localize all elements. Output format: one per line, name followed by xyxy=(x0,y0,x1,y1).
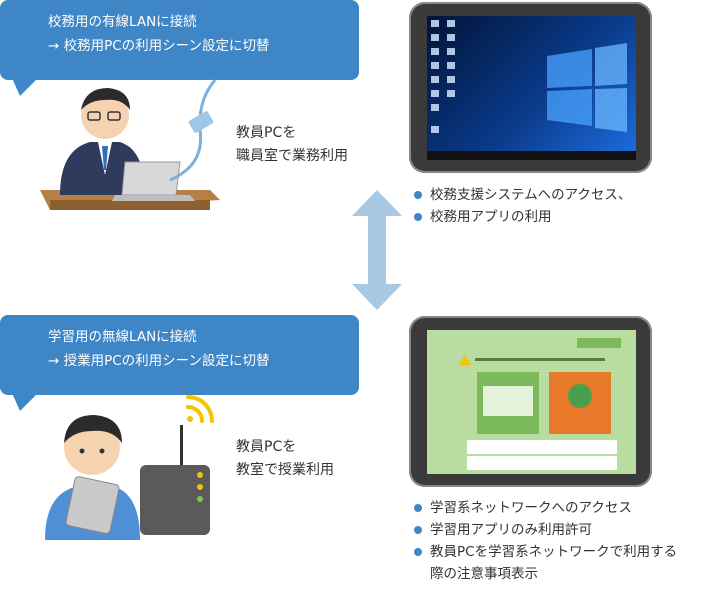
top-speech-bubble: 校務用の有線LANに接続 → 校務用PCの利用シーン設定に切替 xyxy=(0,0,359,96)
windows-desktop-screen xyxy=(427,16,636,160)
top-bubble-line1: 校務用の有線LANに接続 xyxy=(48,14,197,30)
notice-screen xyxy=(427,330,636,474)
list-item: 学習系ネットワークへのアクセス xyxy=(412,497,677,519)
top-bullet-list: 校務支援システムへのアクセス、 校務用アプリの利用 xyxy=(412,184,631,228)
bottom-role-line2: 教室で授業利用 xyxy=(236,462,334,478)
bullet-text: 校務支援システムへのアクセス、 xyxy=(430,187,632,203)
notice-screen-content xyxy=(459,338,621,470)
list-item: 校務用アプリの利用 xyxy=(412,206,631,228)
windows-logo-icon xyxy=(427,20,636,160)
top-role-text: 教員PCを 職員室で業務利用 xyxy=(236,122,348,168)
bullet-text: 学習用アプリのみ利用許可 xyxy=(430,522,592,538)
bullet-text: 校務用アプリの利用 xyxy=(430,209,552,225)
bullet-text: 教員PCを学習系ネットワークで利用する xyxy=(430,544,678,560)
list-item: 教員PCを学習系ネットワークで利用する xyxy=(412,541,677,563)
list-item: 学習用アプリのみ利用許可 xyxy=(412,519,677,541)
bottom-speech-bubble: 学習用の無線LANに接続 → 授業用PCの利用シーン設定に切替 xyxy=(0,315,359,411)
list-item: 校務支援システムへのアクセス、 xyxy=(412,184,631,206)
bottom-role-line1: 教員PCを xyxy=(236,439,297,455)
teacher-tablet-illustration xyxy=(45,395,214,540)
wifi-icon xyxy=(186,395,214,423)
top-tablet xyxy=(409,2,652,173)
bottom-role-text: 教員PCを 教室で授業利用 xyxy=(236,436,334,482)
bottom-bubble-line1: 学習用の無線LANに接続 xyxy=(48,329,197,345)
top-role-line1: 教員PCを xyxy=(236,125,297,141)
top-role-line2: 職員室で業務利用 xyxy=(236,148,348,164)
bullet-text: 学習系ネットワークへのアクセス xyxy=(430,500,632,516)
bottom-bullet-list: 学習系ネットワークへのアクセス 学習用アプリのみ利用許可 教員PCを学習系ネット… xyxy=(412,497,677,585)
list-item: 際の注意事項表示 xyxy=(412,563,677,585)
bottom-bubble-line2: → 授業用PCの利用シーン設定に切替 xyxy=(48,353,270,369)
bottom-tablet xyxy=(409,316,652,487)
top-bubble-line2: → 校務用PCの利用シーン設定に切替 xyxy=(48,38,270,54)
double-arrow-icon xyxy=(352,190,402,310)
teacher-desk-illustration xyxy=(40,79,220,210)
bullet-text: 際の注意事項表示 xyxy=(430,566,538,582)
